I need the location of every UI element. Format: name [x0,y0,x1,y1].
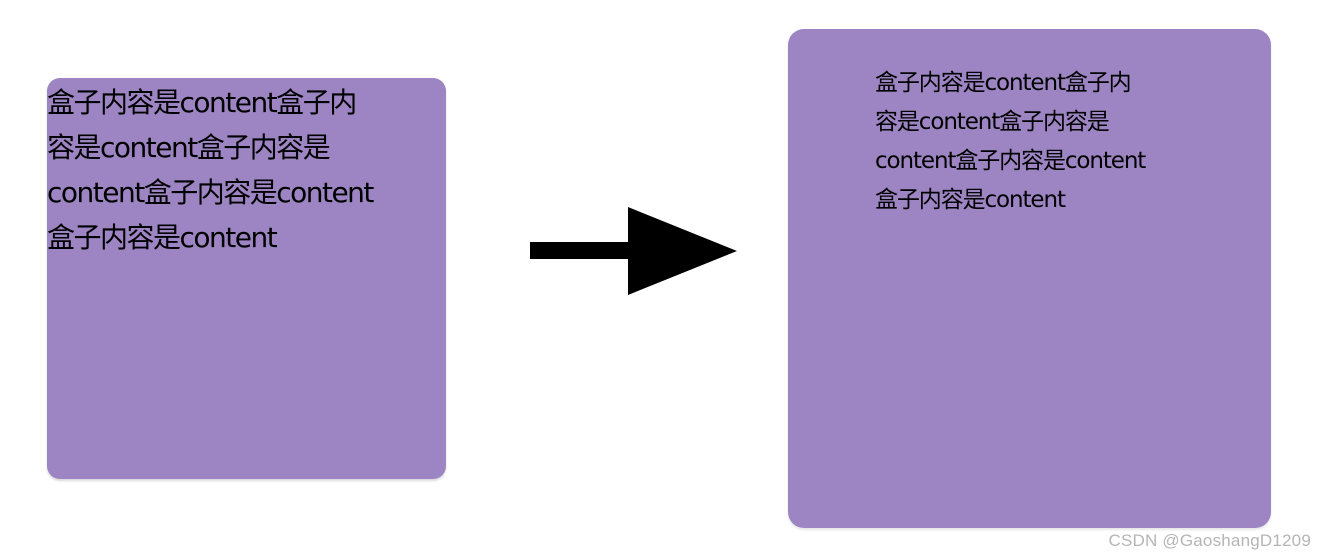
before-box-line: 容是content盒子内容是 [47,131,331,164]
watermark: CSDN @GaoshangD1209 [1108,531,1311,550]
after-box: 盒子内容是content盒子内 容是content盒子内容是 content盒子… [788,29,1271,528]
after-box-line: 容是content盒子内容是 [875,109,1110,135]
before-box-line: content盒子内容是content [47,176,374,209]
before-box-line: 盒子内容是content [47,221,278,254]
after-box-line: 盒子内容是content盒子内 [875,70,1132,96]
before-box-line: 盒子内容是content盒子内 [47,86,357,119]
after-box-content: 盒子内容是content盒子内 容是content盒子内容是 content盒子… [875,64,1235,220]
right-arrow-icon [530,207,737,295]
after-box-line: 盒子内容是content [875,187,1066,213]
after-box-line: content盒子内容是content [875,148,1146,174]
before-box-content: 盒子内容是content盒子内 容是content盒子内容是 content盒子… [47,80,446,260]
before-box: 盒子内容是content盒子内 容是content盒子内容是 content盒子… [47,78,446,479]
